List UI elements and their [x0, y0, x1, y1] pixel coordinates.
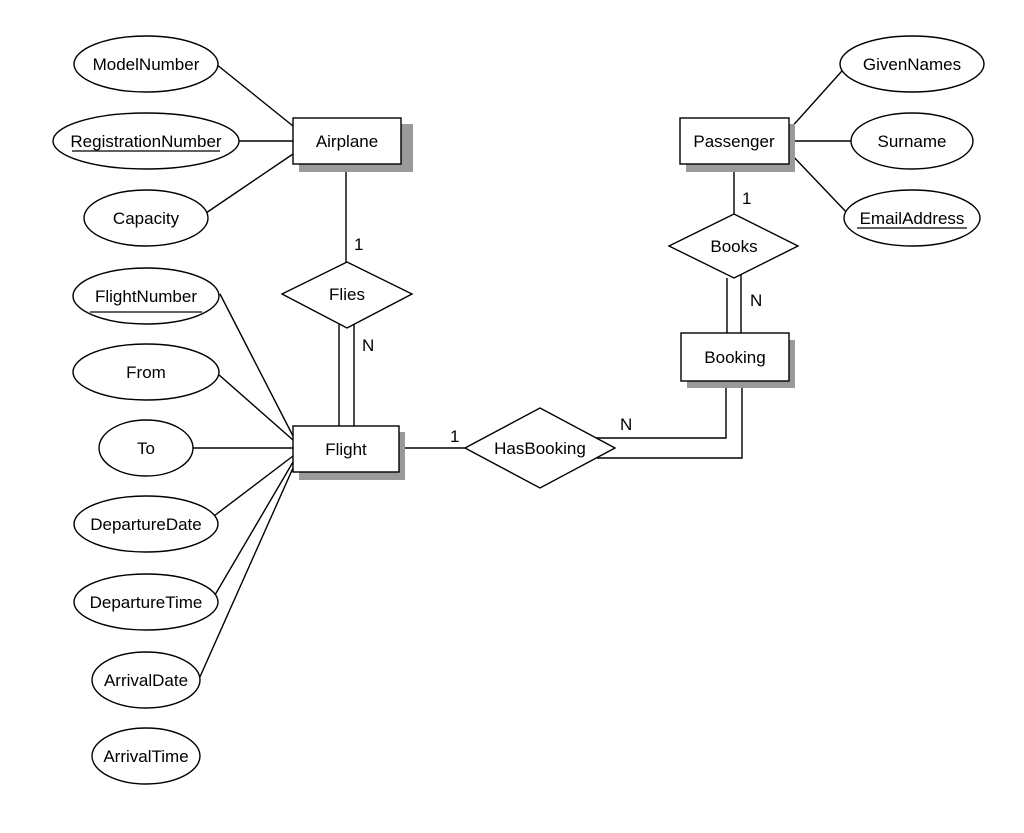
entity-flight: Flight — [292, 425, 405, 480]
attribute-to: To — [98, 419, 194, 477]
attribute-departure-time: DepartureTime — [73, 573, 219, 631]
svg-text:Flies: Flies — [329, 285, 365, 304]
svg-text:Airplane: Airplane — [316, 132, 378, 151]
svg-text:FlightNumber: FlightNumber — [95, 287, 197, 306]
svg-text:Books: Books — [710, 237, 757, 256]
relationship-flies: Flies — [280, 261, 414, 329]
entity-booking: Booking — [680, 332, 795, 388]
svg-text:DepartureDate: DepartureDate — [90, 515, 202, 534]
attribute-surname: Surname — [850, 112, 974, 170]
svg-text:Booking: Booking — [704, 348, 765, 367]
svg-text:From: From — [126, 363, 166, 382]
cardinality-passenger-books: 1 — [742, 189, 751, 208]
svg-text:RegistrationNumber: RegistrationNumber — [70, 132, 222, 151]
svg-text:ArrivalDate: ArrivalDate — [104, 671, 188, 690]
connector-lines — [193, 61, 852, 680]
cardinality-hasbooking-booking: N — [620, 415, 632, 434]
cardinality-flight-hasbooking: 1 — [450, 427, 459, 446]
svg-text:Surname: Surname — [878, 132, 947, 151]
relationship-books: Books — [667, 213, 800, 279]
cardinality-books-booking: N — [750, 291, 762, 310]
attribute-registration-number: RegistrationNumber — [52, 112, 240, 170]
svg-text:ArrivalTime: ArrivalTime — [103, 747, 188, 766]
attribute-capacity: Capacity — [83, 189, 209, 247]
entity-airplane: Airplane — [292, 117, 413, 172]
svg-text:Passenger: Passenger — [693, 132, 775, 151]
attribute-departure-date: DepartureDate — [73, 495, 219, 553]
attribute-flight-number: FlightNumber — [72, 267, 220, 325]
attribute-model-number: ModelNumber — [73, 35, 219, 93]
svg-text:Flight: Flight — [325, 440, 367, 459]
svg-text:HasBooking: HasBooking — [494, 439, 586, 458]
svg-text:DepartureTime: DepartureTime — [90, 593, 203, 612]
svg-text:GivenNames: GivenNames — [863, 55, 961, 74]
attribute-arrival-date: ArrivalDate — [91, 651, 201, 709]
svg-text:ModelNumber: ModelNumber — [93, 55, 200, 74]
attribute-email-address: EmailAddress — [843, 189, 981, 247]
attribute-from: From — [72, 343, 220, 401]
relationship-has-booking: HasBooking — [463, 407, 617, 489]
cardinality-airplane-flies: 1 — [354, 235, 363, 254]
cardinality-flies-flight: N — [362, 336, 374, 355]
svg-text:Capacity: Capacity — [113, 209, 180, 228]
entity-passenger: Passenger — [679, 117, 795, 172]
attribute-arrival-time: ArrivalTime — [91, 727, 201, 785]
svg-text:EmailAddress: EmailAddress — [860, 209, 965, 228]
attribute-given-names: GivenNames — [839, 35, 985, 93]
svg-text:To: To — [137, 439, 155, 458]
